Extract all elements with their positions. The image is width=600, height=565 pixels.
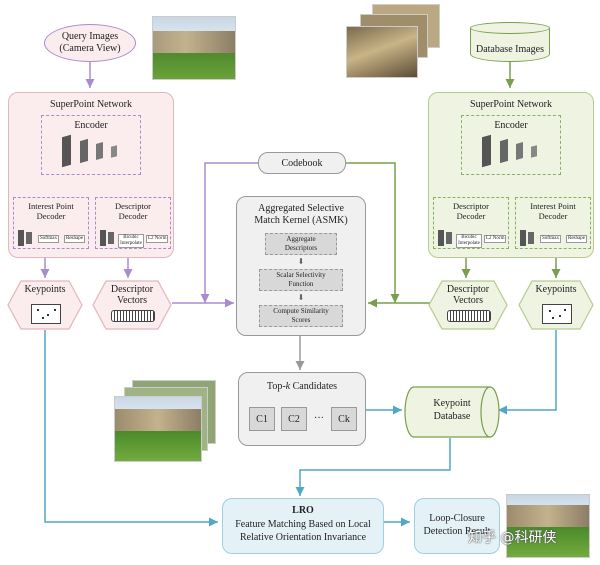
- left-dv-line2: Vectors: [117, 295, 147, 306]
- asmk-step-selectivity: Scalar Selectivity Function: [259, 269, 343, 291]
- bicubic-chip: Bicubic Interpolate: [456, 234, 482, 248]
- softmax-chip: Softmax: [38, 235, 59, 243]
- database-images-node: Database Images: [470, 22, 550, 66]
- topk-title: Top-k Candidates: [266, 381, 338, 392]
- query-images-node: Query Images (Camera View): [44, 24, 136, 62]
- database-title: Database Images: [475, 44, 545, 55]
- query-title: Query Images: [61, 31, 119, 42]
- watermark: 知乎 @科研侠: [468, 530, 557, 546]
- encoder-layer: [516, 142, 523, 160]
- right-descriptor-vectors-node: Descriptor Vectors: [428, 280, 508, 330]
- encoder-layer: [80, 138, 88, 164]
- keypoints-icon: [542, 304, 572, 324]
- descriptor-bars-icon: [111, 310, 155, 322]
- left-dec2-line2: Decoder: [118, 211, 148, 221]
- left-superpoint-network: SuperPoint Network Encoder Interest Poin…: [8, 92, 174, 258]
- encoder-layer: [500, 138, 508, 164]
- candidate-c1: C1: [249, 407, 275, 431]
- reshape-chip: Reshape: [64, 235, 85, 243]
- asmk-step-similarity: Compute Similarity Scores: [259, 305, 343, 327]
- loop-closure-node: Loop-Closure Detection Result: [414, 498, 500, 554]
- query-photo-front: [114, 396, 202, 462]
- asmk-title-2: Match Kernel (ASMK): [254, 215, 348, 226]
- encoder-layer: [111, 145, 117, 158]
- query-photo: [152, 16, 236, 80]
- left-encoder: Encoder: [41, 115, 141, 175]
- left-dec2-line1: Descriptor: [115, 201, 151, 211]
- codebook-label: Codebook: [281, 158, 323, 169]
- right-encoder: Encoder: [461, 115, 561, 175]
- codebook-node: Codebook: [258, 152, 346, 174]
- candidate-ck: Ck: [331, 407, 357, 431]
- right-keypoints-node: Keypoints: [518, 280, 594, 330]
- encoder-layer: [482, 134, 491, 168]
- asmk-node: Aggregated Selective Match Kernel (ASMK)…: [236, 196, 366, 336]
- left-keypoints-node: Keypoints: [7, 280, 83, 330]
- l2norm-chip: L2 Norm: [484, 235, 507, 243]
- lro-node: LRO Feature Matching Based on Local Rela…: [222, 498, 384, 554]
- left-descriptor-decoder: Descriptor Decoder Bicubic Interpolate L…: [95, 197, 171, 249]
- left-dv-line1: Descriptor: [110, 284, 154, 295]
- left-net-title: SuperPoint Network: [50, 99, 132, 110]
- asmk-step-aggregate: Aggregate Descriptors: [265, 233, 337, 255]
- left-descriptor-vectors-node: Descriptor Vectors: [92, 280, 172, 330]
- right-encoder-label: Encoder: [494, 120, 528, 131]
- l2norm-chip: L2 Norm: [146, 235, 169, 243]
- left-dec1-line2: Decoder: [36, 211, 66, 221]
- encoder-layer: [62, 134, 71, 168]
- encoder-layer: [96, 142, 103, 160]
- bicubic-chip: Bicubic Interpolate: [118, 234, 144, 248]
- candidate-c2: C2: [281, 407, 307, 431]
- left-interest-decoder: Interest Point Decoder Softmax Reshape: [13, 197, 89, 249]
- keypoints-icon: [31, 304, 61, 324]
- candidate-ellipsis: ···: [314, 413, 324, 424]
- db-photo-1: [346, 26, 418, 78]
- keypoint-database-node: Keypoint Database: [404, 386, 500, 438]
- left-keypoints-label: Keypoints: [24, 284, 66, 295]
- encoder-layer: [531, 145, 537, 158]
- left-dec1-line1: Interest Point: [28, 201, 74, 211]
- topk-candidates-node: Top-k Candidates C1 C2 ··· Ck: [238, 372, 366, 446]
- query-subtitle: (Camera View): [59, 43, 121, 54]
- descriptor-bars-icon: [447, 310, 491, 322]
- reshape-chip: Reshape: [566, 235, 587, 243]
- left-encoder-label: Encoder: [74, 120, 108, 131]
- right-descriptor-decoder: Descriptor Decoder Bicubic Interpolate L…: [433, 197, 509, 249]
- right-interest-decoder: Interest Point Decoder Softmax Reshape: [515, 197, 591, 249]
- softmax-chip: Softmax: [540, 235, 561, 243]
- result-photo: [506, 494, 590, 558]
- asmk-title-1: Aggregated Selective: [258, 203, 344, 214]
- right-net-title: SuperPoint Network: [470, 99, 552, 110]
- right-superpoint-network: SuperPoint Network Encoder Descriptor De…: [428, 92, 594, 258]
